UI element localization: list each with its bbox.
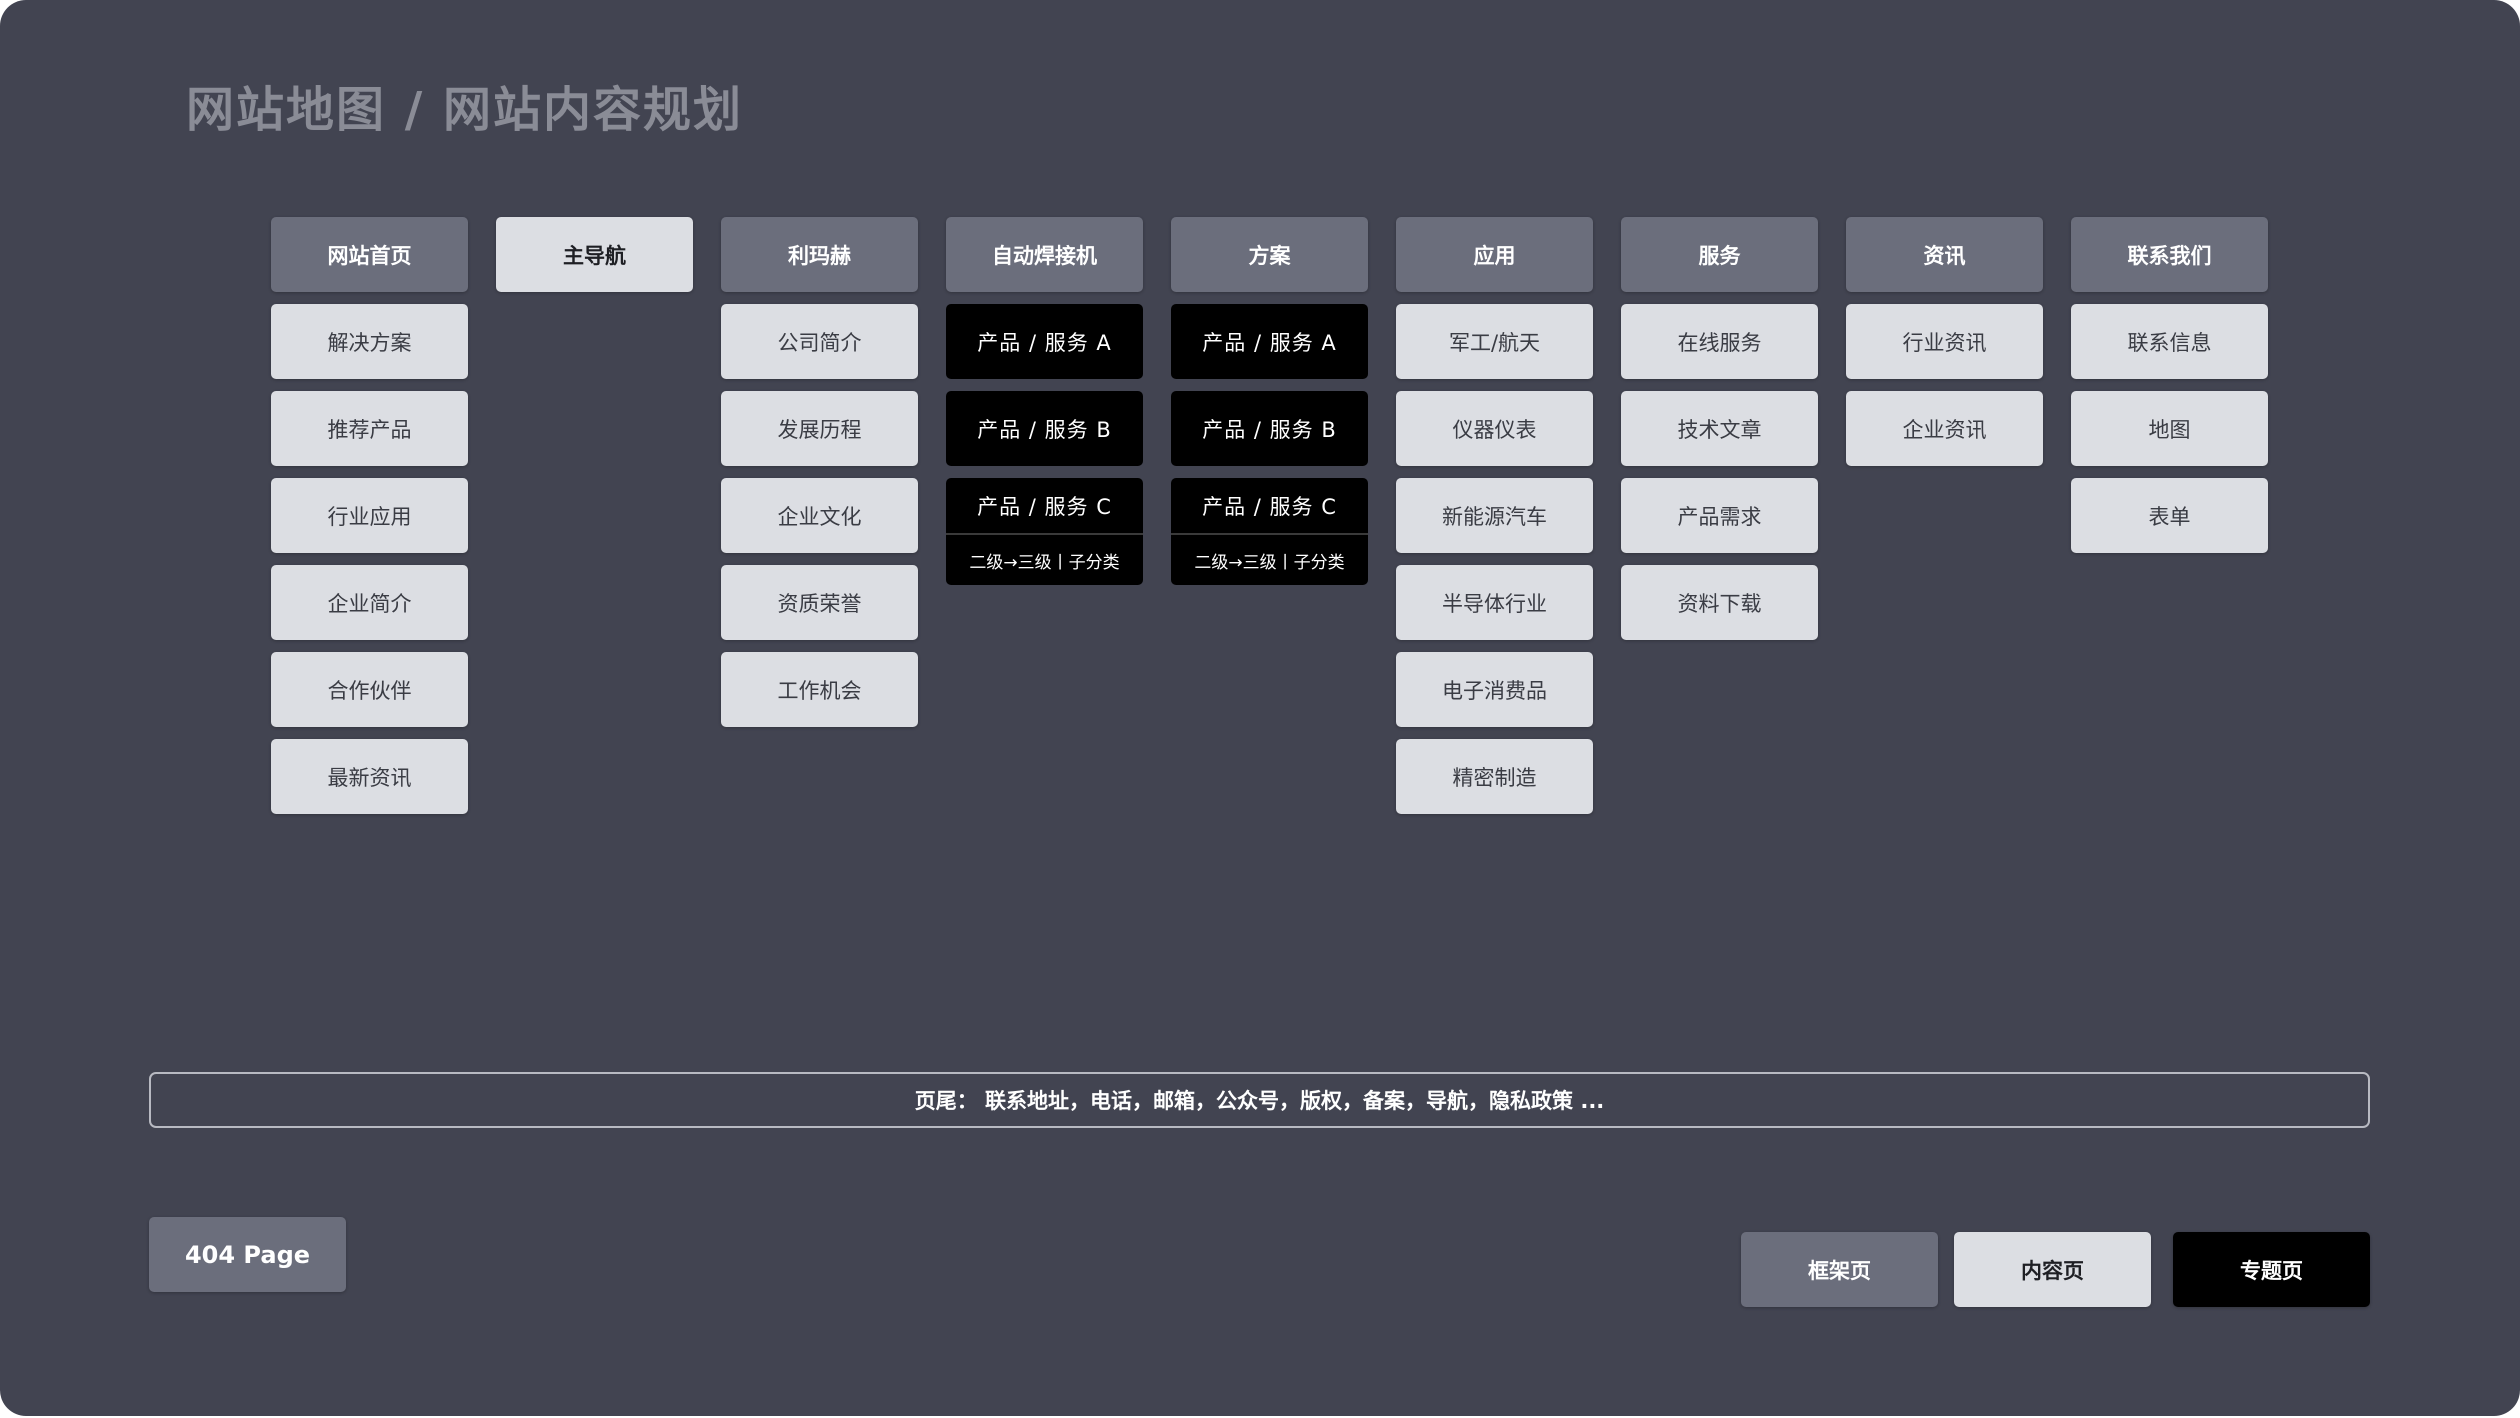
content-node[interactable]: 发展历程 xyxy=(721,391,918,466)
content-node[interactable]: 半导体行业 xyxy=(1396,565,1593,640)
content-node[interactable]: 新能源汽车 xyxy=(1396,478,1593,553)
special-node-label: 产品 / 服务 C xyxy=(946,478,1143,535)
column-home: 网站首页 解决方案 推荐产品 行业应用 企业简介 合作伙伴 最新资讯 xyxy=(271,217,468,826)
column-news: 资讯 行业资讯 企业资讯 xyxy=(1846,217,2043,478)
special-node-with-sub[interactable]: 产品 / 服务 C 二级→三级丨子分类 xyxy=(946,478,1143,585)
legend-content-page: 内容页 xyxy=(1954,1232,2151,1307)
content-node[interactable]: 企业资讯 xyxy=(1846,391,2043,466)
page-404-node[interactable]: 404 Page xyxy=(149,1217,346,1292)
legend-frame-page: 框架页 xyxy=(1741,1232,1938,1307)
column-applications: 应用 军工/航天 仪器仪表 新能源汽车 半导体行业 电子消费品 精密制造 xyxy=(1396,217,1593,826)
column-header[interactable]: 方案 xyxy=(1171,217,1368,292)
column-header[interactable]: 自动焊接机 xyxy=(946,217,1143,292)
column-header[interactable]: 服务 xyxy=(1621,217,1818,292)
content-node[interactable]: 仪器仪表 xyxy=(1396,391,1593,466)
content-node[interactable]: 最新资讯 xyxy=(271,739,468,814)
content-node[interactable]: 在线服务 xyxy=(1621,304,1818,379)
footer-bar[interactable]: 页尾： 联系地址，电话，邮箱，公众号，版权，备案，导航，隐私政策 ... xyxy=(149,1072,2370,1128)
column-services: 服务 在线服务 技术文章 产品需求 资料下载 xyxy=(1621,217,1818,652)
content-node[interactable]: 地图 xyxy=(2071,391,2268,466)
special-node-label: 产品 / 服务 C xyxy=(1171,478,1368,535)
special-node-with-sub[interactable]: 产品 / 服务 C 二级→三级丨子分类 xyxy=(1171,478,1368,585)
column-solutions: 方案 产品 / 服务 A 产品 / 服务 B 产品 / 服务 C 二级→三级丨子… xyxy=(1171,217,1368,597)
content-node[interactable]: 解决方案 xyxy=(271,304,468,379)
special-node[interactable]: 产品 / 服务 B xyxy=(1171,391,1368,466)
column-header[interactable]: 联系我们 xyxy=(2071,217,2268,292)
content-node[interactable]: 资料下载 xyxy=(1621,565,1818,640)
special-node[interactable]: 产品 / 服务 A xyxy=(1171,304,1368,379)
column-about: 利玛赫 公司简介 发展历程 企业文化 资质荣誉 工作机会 xyxy=(721,217,918,739)
content-node[interactable]: 推荐产品 xyxy=(271,391,468,466)
column-header[interactable]: 应用 xyxy=(1396,217,1593,292)
content-node[interactable]: 企业文化 xyxy=(721,478,918,553)
page-title: 网站地图 / 网站内容规划 xyxy=(186,82,743,138)
content-node[interactable]: 表单 xyxy=(2071,478,2268,553)
content-node[interactable]: 联系信息 xyxy=(2071,304,2268,379)
content-node[interactable]: 技术文章 xyxy=(1621,391,1818,466)
content-node[interactable]: 电子消费品 xyxy=(1396,652,1593,727)
content-node[interactable]: 工作机会 xyxy=(721,652,918,727)
content-node[interactable]: 军工/航天 xyxy=(1396,304,1593,379)
column-header[interactable]: 主导航 xyxy=(496,217,693,292)
column-welding-machine: 自动焊接机 产品 / 服务 A 产品 / 服务 B 产品 / 服务 C 二级→三… xyxy=(946,217,1143,597)
content-node[interactable]: 资质荣誉 xyxy=(721,565,918,640)
legend-special-page: 专题页 xyxy=(2173,1232,2370,1307)
column-header[interactable]: 网站首页 xyxy=(271,217,468,292)
column-main-nav: 主导航 xyxy=(496,217,693,304)
special-node[interactable]: 产品 / 服务 A xyxy=(946,304,1143,379)
content-node[interactable]: 精密制造 xyxy=(1396,739,1593,814)
content-node[interactable]: 企业简介 xyxy=(271,565,468,640)
content-node[interactable]: 产品需求 xyxy=(1621,478,1818,553)
content-node[interactable]: 行业资讯 xyxy=(1846,304,2043,379)
column-header[interactable]: 利玛赫 xyxy=(721,217,918,292)
content-node[interactable]: 合作伙伴 xyxy=(271,652,468,727)
column-header[interactable]: 资讯 xyxy=(1846,217,2043,292)
content-node[interactable]: 行业应用 xyxy=(271,478,468,553)
subcategory-note: 二级→三级丨子分类 xyxy=(969,552,1120,573)
column-contact: 联系我们 联系信息 地图 表单 xyxy=(2071,217,2268,565)
subcategory-note: 二级→三级丨子分类 xyxy=(1194,552,1345,573)
content-node[interactable]: 公司简介 xyxy=(721,304,918,379)
special-node[interactable]: 产品 / 服务 B xyxy=(946,391,1143,466)
